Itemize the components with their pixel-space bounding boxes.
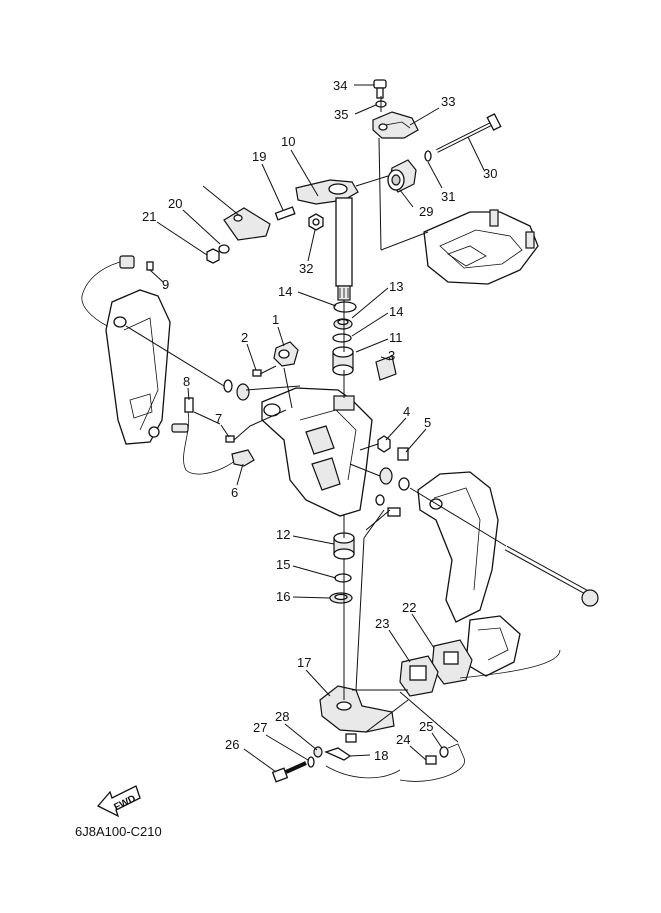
label-4: 4 bbox=[403, 404, 410, 419]
label-6: 6 bbox=[231, 485, 238, 500]
part-31-nut bbox=[308, 213, 324, 231]
part-32-bracket bbox=[372, 111, 419, 139]
label-9: 9 bbox=[162, 277, 169, 292]
part-24-washer bbox=[439, 746, 449, 758]
clamp-bracket-starboard bbox=[417, 471, 499, 623]
assembly-lines bbox=[125, 96, 507, 743]
label-3: 3 bbox=[388, 348, 395, 363]
part-26-washer bbox=[307, 756, 315, 768]
lower-lead-wire bbox=[399, 743, 465, 782]
label-17: 18 bbox=[374, 748, 388, 763]
pivot-washers-right bbox=[375, 467, 410, 517]
forward-arrow-icon: FWD bbox=[96, 785, 141, 818]
label-5: 5 bbox=[424, 415, 431, 430]
part-25-bolt bbox=[271, 761, 307, 783]
label-15: 16 bbox=[276, 589, 290, 604]
label-32: 33 bbox=[441, 94, 455, 109]
label-29: 30 bbox=[483, 166, 497, 181]
part-2-screw bbox=[252, 369, 262, 377]
label-1: 1 bbox=[272, 312, 279, 327]
label-13: 14 bbox=[278, 284, 292, 299]
label-34: 35 bbox=[334, 107, 348, 122]
part-19-washer bbox=[218, 244, 230, 254]
part-22-mount bbox=[399, 655, 439, 697]
part-12-washer bbox=[333, 318, 353, 330]
label-7: 7 bbox=[215, 411, 222, 426]
part-3-pad bbox=[375, 355, 397, 381]
part-4-nut bbox=[377, 435, 391, 453]
label-16: 17 bbox=[297, 655, 311, 670]
label-27: 28 bbox=[275, 709, 289, 724]
label-31: 32 bbox=[299, 261, 313, 276]
label-21: 22 bbox=[402, 600, 416, 615]
ground-lead-lower bbox=[325, 765, 401, 779]
part-17-clip bbox=[324, 747, 352, 761]
part-11-bushing-upper bbox=[332, 346, 354, 376]
label-11-upper: 11 bbox=[389, 330, 403, 345]
lower-mount-housing bbox=[465, 615, 521, 677]
label-25: 26 bbox=[225, 737, 239, 752]
label-2: 2 bbox=[241, 330, 248, 345]
leader-lines bbox=[149, 84, 485, 773]
label-8: 8 bbox=[183, 374, 190, 389]
part-11-bushing-lower bbox=[333, 532, 355, 560]
part-7-screw bbox=[225, 435, 235, 443]
part-9-screw bbox=[146, 261, 154, 271]
label-10: 10 bbox=[281, 134, 295, 149]
label-30: 31 bbox=[441, 189, 455, 204]
part-10-steering-shaft bbox=[295, 179, 359, 301]
label-28: 29 bbox=[419, 204, 433, 219]
part-20-nut bbox=[206, 248, 220, 264]
part-14-o-ring-upper bbox=[332, 333, 352, 343]
clamp-bracket-port bbox=[105, 289, 171, 445]
lead-wire-connector bbox=[81, 255, 135, 331]
part-15-washer bbox=[329, 592, 353, 604]
part-33-bolt bbox=[373, 79, 387, 99]
label-14-lower: 15 bbox=[276, 557, 290, 572]
part-28-bushing bbox=[387, 159, 417, 193]
label-24: 25 bbox=[419, 719, 433, 734]
label-33: 34 bbox=[333, 78, 347, 93]
part-18-stud bbox=[274, 206, 296, 221]
part-13-washer bbox=[333, 301, 357, 313]
swivel-bracket bbox=[261, 387, 373, 517]
part-29-bolt bbox=[436, 113, 502, 153]
part-14-o-ring-lower bbox=[334, 573, 352, 583]
ground-lead bbox=[171, 411, 239, 475]
label-19: 20 bbox=[168, 196, 182, 211]
part-16-lower-mount bbox=[319, 685, 395, 743]
part-35-plate bbox=[223, 207, 271, 241]
part-23-screw bbox=[425, 755, 437, 765]
label-12: 13 bbox=[389, 279, 403, 294]
part-30-washer bbox=[424, 150, 432, 162]
part-labels: 34 35 33 30 31 29 10 19 20 21 9 32 14 13… bbox=[142, 78, 497, 763]
label-26: 27 bbox=[253, 720, 267, 735]
bottom-cowling bbox=[423, 209, 539, 285]
label-23: 24 bbox=[396, 732, 410, 747]
part-8-bolt bbox=[184, 397, 194, 413]
diagram-code: 6J8A100-C210 bbox=[75, 824, 162, 839]
label-18: 19 bbox=[252, 149, 266, 164]
part-1-clamp bbox=[273, 341, 299, 367]
label-20: 21 bbox=[142, 209, 156, 224]
label-11-lower: 12 bbox=[276, 527, 290, 542]
label-22: 23 bbox=[375, 616, 389, 631]
part-6-clip bbox=[231, 449, 255, 467]
tilt-tube bbox=[504, 545, 599, 607]
part-5-bolt bbox=[397, 447, 409, 461]
pivot-washer-left bbox=[223, 379, 250, 401]
label-14-upper: 14 bbox=[389, 304, 403, 319]
contour-line bbox=[459, 649, 561, 679]
